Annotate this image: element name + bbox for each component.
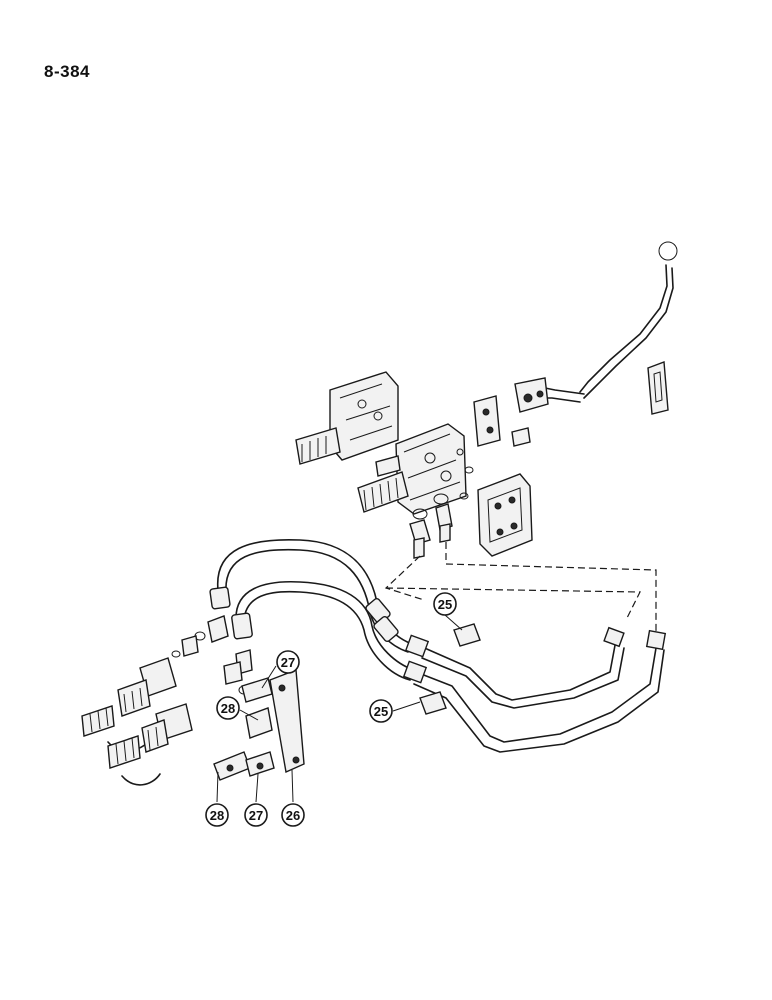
callout-26: 26 [281,803,305,827]
lever-linkage [473,377,549,447]
breakaway-couplers [81,615,253,786]
callout-25-lower-label: 25 [374,704,388,719]
valve-section-rear [295,371,399,465]
valve-end-cover [477,473,533,557]
hydraulic-hoses [209,538,415,681]
callout-leaders [216,614,463,803]
callout-28-lower: 28 [205,803,229,827]
callout-26-label: 26 [286,808,300,823]
callout-25-upper-label: 25 [438,597,452,612]
lever-guide-bracket [647,361,669,415]
page-number: 8-384 [44,62,90,81]
callout-25-upper: 25 [433,592,457,616]
callout-27-lower-label: 27 [249,808,263,823]
valve-port-fittings [409,503,453,559]
callout-28-upper-label: 28 [221,701,235,716]
callout-28-upper: 28 [216,696,240,720]
control-lever [531,241,678,403]
tube-clips [419,623,481,715]
callout-28-lower-label: 28 [210,808,224,823]
o-ring-seals [412,466,474,520]
valve-section-front [357,423,467,515]
callout-27-upper-label: 27 [281,655,295,670]
steel-tubes [402,626,667,753]
assembly-leader-lines [384,542,657,632]
callout-27-upper: 27 [276,650,300,674]
callout-27-lower: 27 [244,803,268,827]
callout-25-lower: 25 [369,699,393,723]
mounting-bracket [213,669,305,781]
